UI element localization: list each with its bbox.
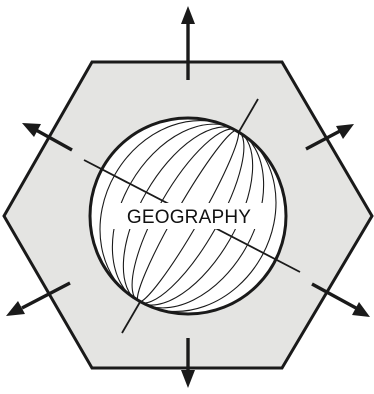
center-label: GEOGRAPHY	[127, 207, 251, 228]
